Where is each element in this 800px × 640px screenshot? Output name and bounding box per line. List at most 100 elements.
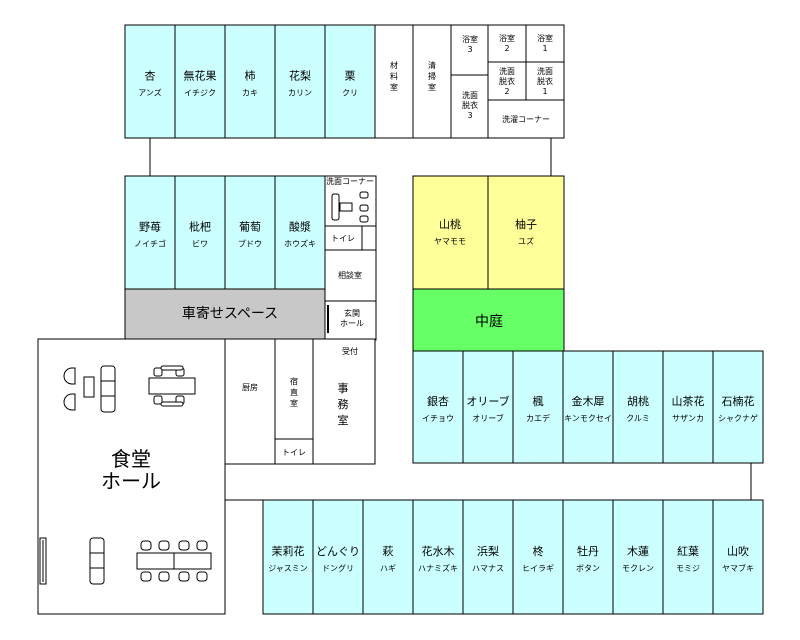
chair-icon [158, 571, 170, 582]
cleaning-label: 清 [428, 60, 436, 70]
office [312, 338, 376, 465]
mid-room [174, 175, 226, 290]
room-name: どんぐり [316, 545, 360, 558]
dressing-1-label: 1 [542, 87, 547, 96]
dressing-2-label: 2 [504, 87, 509, 96]
chair-icon [153, 367, 163, 377]
room-kana: ジャスミン [268, 564, 308, 573]
bottom-room [612, 499, 664, 615]
room-kana: イチョウ [422, 414, 454, 423]
room-kana: ハギ [380, 564, 396, 573]
bottom-room [562, 499, 614, 615]
bath-2 [487, 24, 527, 63]
room-name: 柚子 [515, 217, 537, 231]
mid-room [224, 175, 276, 290]
room-kana: ホウズキ [284, 239, 316, 249]
bath-1-label: 1 [542, 44, 547, 53]
furniture-piece [160, 401, 184, 407]
wash-corner-label: 洗面コーナー [326, 176, 374, 186]
cleaning-label: 掃 [428, 71, 436, 81]
dressing-1-label: 脱衣 [537, 76, 553, 86]
dressing-1-label: 洗面 [537, 66, 553, 76]
room-name: 胡桃 [627, 394, 649, 408]
mid-toilet [324, 225, 363, 251]
bath-3-label: 浴室 [462, 34, 478, 44]
furniture-piece [359, 204, 369, 212]
dressing-3 [450, 74, 489, 139]
bottom-room [712, 499, 764, 615]
top-room [174, 24, 226, 139]
room-kana: ヒイラギ [522, 564, 554, 573]
bottom-room [412, 499, 464, 615]
top-room [324, 24, 376, 139]
bottom-room [362, 499, 414, 615]
mid-room [124, 175, 176, 290]
yellow-room [487, 175, 565, 290]
laundry-corner [487, 99, 565, 139]
room-name: 山茶花 [672, 395, 705, 408]
room-name: 栗 [345, 70, 356, 83]
sofa-icon [100, 365, 116, 413]
bottom-room [262, 499, 314, 615]
office-label: 務 [338, 397, 349, 411]
consult-label: 相談室 [338, 270, 362, 280]
right-room [562, 350, 614, 464]
room-kana: イチジク [184, 89, 216, 98]
dressing-1 [525, 61, 565, 101]
laundry-label: 洗濯コーナー [502, 114, 550, 124]
chair-icon [140, 571, 152, 582]
courtyard [412, 288, 565, 352]
room-kana: ヤマブキ [722, 563, 754, 573]
furniture-piece [160, 365, 184, 371]
office-label: 室 [338, 413, 349, 427]
night-duty-room [274, 338, 314, 440]
room-kana: ビワ [192, 240, 208, 249]
room-name: 金木犀 [572, 394, 605, 408]
yellow-room [412, 175, 489, 290]
dining-table-icon [148, 377, 196, 395]
mid-closet [361, 225, 377, 251]
drop-off-space [124, 288, 326, 340]
dressing-2-label: 脱衣 [499, 76, 515, 86]
room-name: 無花果 [184, 69, 217, 83]
right-room [712, 350, 764, 464]
room-name: 浜梨 [477, 544, 499, 558]
room-name: 花水木 [422, 545, 455, 558]
top-room [274, 24, 326, 139]
top-room [124, 24, 176, 139]
courtyard-label: 中庭 [475, 313, 503, 330]
room-kana: クリ [342, 89, 358, 98]
bath-2-label: 浴室 [499, 33, 515, 43]
kitchen [224, 338, 276, 465]
room-name: 柊 [533, 544, 544, 558]
corridor-lines [149, 138, 752, 500]
room-kana: モクレン [622, 564, 654, 573]
right-room [662, 350, 714, 464]
furniture-group [39, 191, 369, 585]
right-room [462, 350, 514, 464]
room-name: 萩 [383, 545, 394, 558]
room-kana: カエデ [526, 413, 550, 423]
storage-label: 室 [390, 82, 398, 92]
chair-icon [196, 571, 208, 582]
chair-icon [178, 540, 190, 551]
office-label: 事 [338, 382, 349, 395]
coffee-table-icon [83, 376, 95, 398]
chair-icon [196, 540, 208, 551]
room-kana: カリン [288, 89, 312, 98]
room-kana: ハナミズキ [418, 563, 458, 573]
entrance-label: 玄関 [344, 308, 360, 318]
room-kana: ハマナス [472, 564, 504, 573]
bath-2-label: 2 [504, 44, 509, 53]
room-name: 楓 [533, 394, 544, 408]
reception-label: 受付 [342, 346, 358, 356]
room-kana: クルミ [626, 414, 650, 423]
sink-icon [339, 202, 353, 212]
room-name: 山吹 [727, 545, 749, 558]
mid-toilet-label: トイレ [331, 234, 355, 243]
room-name: 野苺 [139, 221, 161, 234]
room-kana: ノイチゴ [134, 239, 166, 249]
drop-off-label: 車寄せスペース [182, 305, 278, 322]
sofa-icon [89, 537, 105, 585]
